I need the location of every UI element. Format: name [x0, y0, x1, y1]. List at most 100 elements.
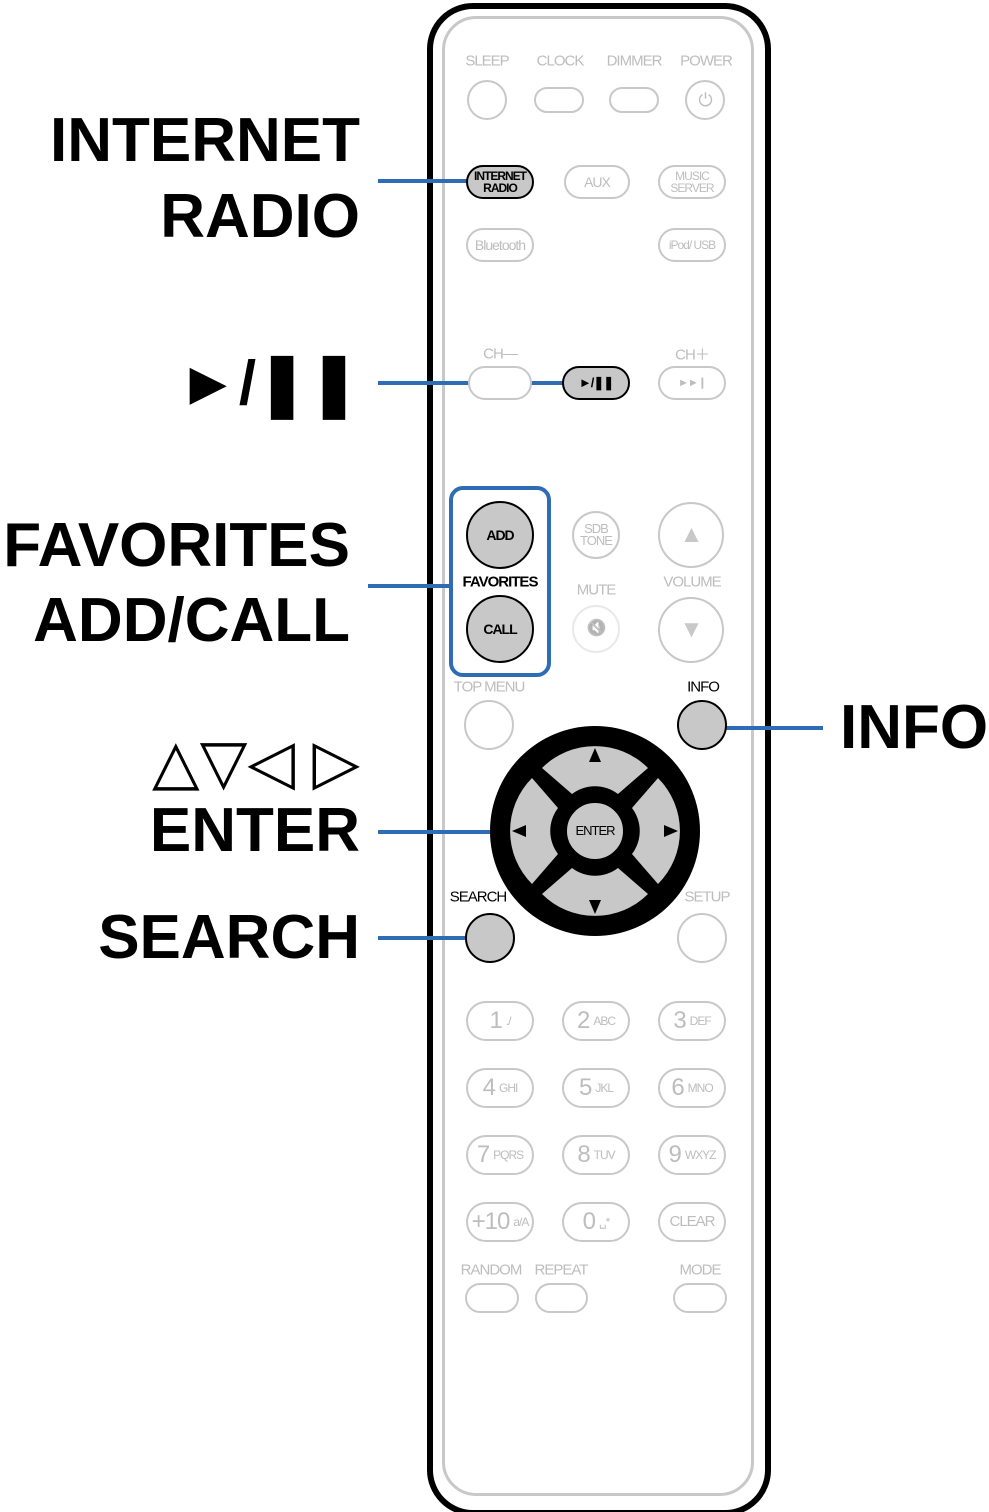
key-letters: PQRS — [493, 1148, 524, 1162]
volume-up-button[interactable]: ▲ — [658, 502, 724, 568]
key-letters: ABC — [593, 1014, 616, 1028]
left-arrow-icon — [512, 825, 526, 837]
callout-enter: ENTER — [149, 796, 360, 865]
key-letters: GHI — [499, 1081, 518, 1095]
callout-arrows: △▽◁ ▷ — [152, 728, 360, 797]
key-button[interactable]: 0␣* — [562, 1202, 630, 1242]
key-number: 4 — [482, 1074, 496, 1101]
search-button[interactable] — [465, 913, 515, 963]
sdb-tone-button[interactable]: SDB TONE — [572, 511, 620, 559]
sleep-button[interactable] — [467, 80, 507, 120]
key-letters: JKL — [595, 1081, 614, 1095]
dpad-up-button[interactable] — [542, 746, 648, 794]
ch-minus-button[interactable] — [468, 366, 532, 400]
key-button[interactable]: CLEAR — [658, 1202, 726, 1242]
remote-inner-border — [442, 16, 754, 1496]
callout-line-favorites — [368, 584, 451, 588]
ch-minus-label: CH— — [483, 345, 518, 363]
dimmer-label: DIMMER — [606, 52, 663, 70]
callout-line-enter — [378, 830, 494, 834]
callout-line-internet-radio — [378, 179, 468, 183]
bluetooth-button[interactable]: Bluetooth — [466, 228, 534, 262]
aux-button[interactable]: AUX — [564, 165, 630, 199]
callout-internet: INTERNET — [50, 106, 360, 175]
clock-label: CLOCK — [536, 52, 585, 70]
callout-line-search — [378, 936, 467, 940]
callout-favorites: FAVORITES — [3, 511, 350, 580]
ipod-usb-button[interactable]: iPod/ USB — [658, 228, 726, 262]
play-pause-button[interactable]: ►/❚❚ — [562, 366, 630, 400]
mute-icon: 🔇 — [586, 620, 607, 637]
setup-label: SETUP — [684, 888, 730, 906]
key-letters: DEF — [689, 1014, 712, 1028]
power-label: POWER — [680, 52, 733, 70]
down-arrow-icon — [589, 900, 601, 914]
sleep-label: SLEEP — [465, 52, 509, 70]
search-label: SEARCH — [449, 888, 508, 906]
key-button[interactable]: 1./ — [466, 1001, 534, 1041]
mode-button[interactable] — [673, 1283, 727, 1313]
key-number: 0 — [582, 1208, 596, 1235]
dpad-left-button[interactable] — [510, 778, 558, 884]
callout-play-pause: ►/❚❚ — [177, 349, 361, 418]
favorites-call-button[interactable]: CALL — [466, 595, 534, 663]
callout-search: SEARCH — [98, 903, 360, 972]
dimmer-button[interactable] — [609, 87, 659, 113]
info-label: INFO — [687, 678, 720, 696]
repeat-label: REPEAT — [534, 1261, 589, 1279]
favorites-add-button[interactable]: ADD — [466, 501, 534, 569]
favorites-label: FAVORITES — [462, 573, 539, 591]
key-letters: ./ — [505, 1014, 512, 1028]
callout-radio: RADIO — [160, 182, 360, 251]
random-label: RANDOM — [460, 1261, 523, 1279]
key-number: 6 — [671, 1074, 684, 1101]
internet-radio-button[interactable]: INTERNET RADIO — [466, 165, 534, 199]
mute-button[interactable]: 🔇 — [572, 605, 620, 653]
skip-button[interactable]: ►►❙ — [658, 366, 726, 400]
key-number: 8 — [577, 1141, 590, 1168]
power-button[interactable]: ⏻ — [685, 80, 725, 120]
ch-plus-label: CH＋ — [675, 346, 710, 364]
dpad-down-button[interactable] — [542, 868, 648, 916]
key-number: 2 — [576, 1007, 590, 1034]
key-letters: WXYZ — [684, 1148, 717, 1162]
favorites-highlight-box — [449, 486, 551, 677]
repeat-button[interactable] — [535, 1283, 588, 1313]
random-button[interactable] — [465, 1283, 519, 1313]
key-number: 7 — [476, 1141, 490, 1168]
mute-label: MUTE — [576, 581, 616, 599]
top-menu-button[interactable] — [464, 700, 514, 750]
top-menu-label: TOP MENU — [453, 678, 526, 696]
key-number: 1 — [489, 1007, 502, 1034]
up-arrow-icon — [589, 748, 601, 762]
info-button[interactable] — [677, 700, 727, 750]
callout-add-call: ADD/CALL — [33, 586, 350, 655]
clock-button[interactable] — [534, 87, 584, 113]
key-number: +10 — [471, 1208, 511, 1235]
enter-button[interactable]: ENTER — [565, 801, 625, 861]
key-number: 9 — [668, 1141, 681, 1168]
setup-button[interactable] — [677, 913, 727, 963]
key-letters: ␣* — [599, 1215, 610, 1229]
key-letters: a/A — [513, 1215, 529, 1229]
callout-info: INFO — [840, 693, 989, 762]
music-server-button[interactable]: MUSIC SERVER — [658, 165, 726, 199]
key-letters: TUV — [593, 1148, 616, 1162]
remote-body — [427, 3, 771, 1512]
volume-down-button[interactable]: ▼ — [658, 597, 724, 663]
key-number: 3 — [673, 1007, 686, 1034]
key-letters: MNO — [687, 1081, 714, 1095]
key-number: CLEAR — [669, 1213, 715, 1230]
dpad-right-button[interactable] — [632, 778, 680, 884]
callout-line-info — [725, 726, 823, 730]
